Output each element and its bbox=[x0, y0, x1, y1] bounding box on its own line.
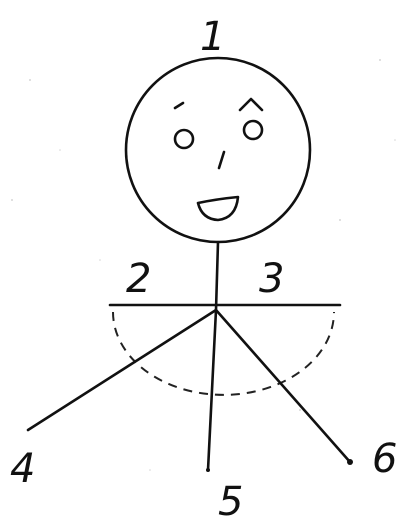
right-leg-end-dot bbox=[347, 459, 353, 465]
left-eyebrow bbox=[175, 103, 183, 108]
label-head: 1 bbox=[200, 14, 225, 60]
left-leg bbox=[28, 310, 216, 430]
mouth bbox=[198, 197, 238, 220]
nose bbox=[219, 152, 224, 168]
head-circle bbox=[126, 58, 310, 242]
label-middle-leg: 5 bbox=[218, 479, 243, 525]
neck bbox=[216, 242, 218, 310]
label-left-leg: 4 bbox=[10, 446, 35, 492]
right-leg bbox=[216, 310, 350, 462]
left-eye bbox=[175, 130, 193, 148]
right-eyebrow bbox=[240, 99, 262, 110]
paper-noise bbox=[11, 59, 396, 471]
label-right-arm: 3 bbox=[259, 256, 284, 302]
label-left-arm: 2 bbox=[126, 256, 151, 302]
middle-leg bbox=[208, 310, 216, 470]
right-eye bbox=[244, 121, 262, 139]
middle-leg-end-dot bbox=[206, 468, 210, 472]
label-right-leg: 6 bbox=[372, 436, 397, 482]
